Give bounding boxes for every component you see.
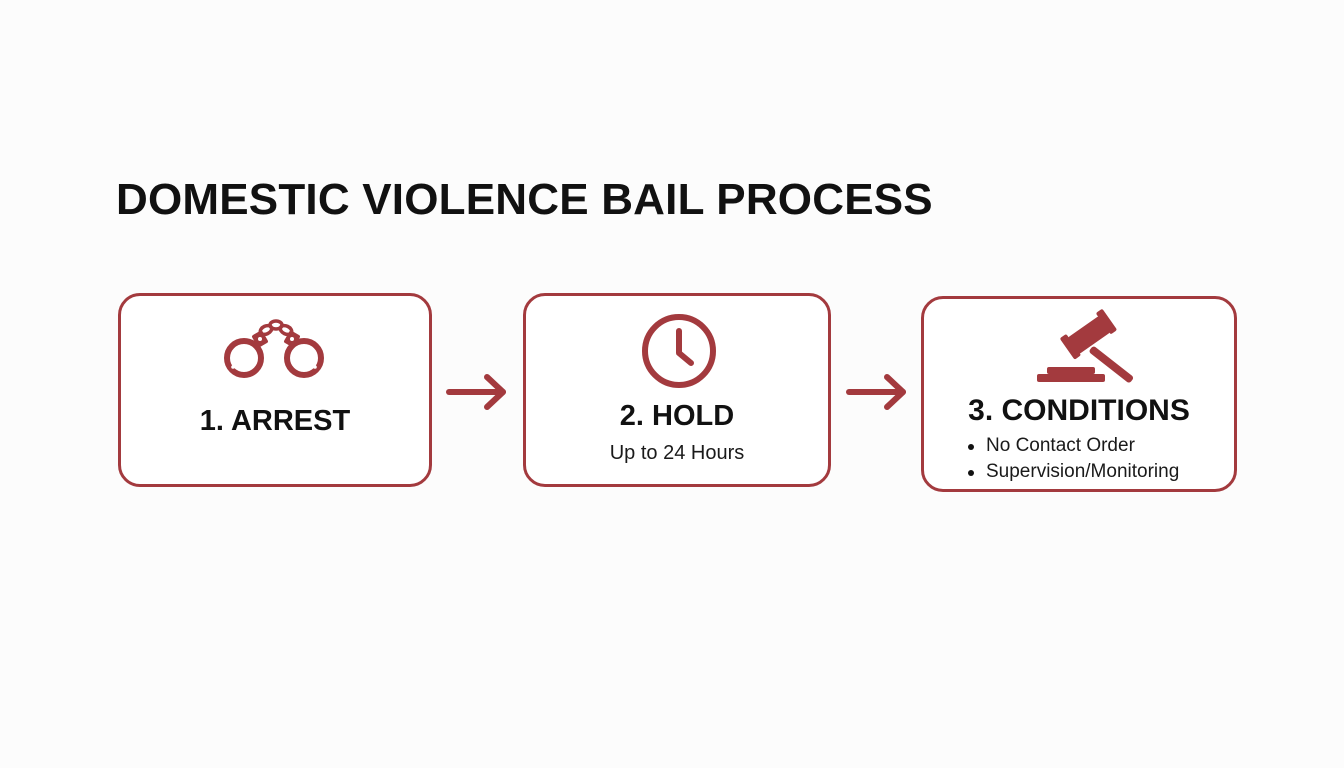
step-card-arrest: 1. ARREST (118, 293, 432, 487)
handcuffs-icon (224, 319, 324, 378)
clock-icon (642, 314, 716, 388)
list-item: Supervision/Monitoring (966, 459, 1179, 485)
page-title: DOMESTIC VIOLENCE BAIL PROCESS (116, 175, 933, 224)
arrow-right-icon (446, 374, 506, 410)
step-card-hold: 2. HOLD Up to 24 Hours (523, 293, 831, 487)
step-card-conditions: 3. CONDITIONS No Contact Order Supervisi… (921, 296, 1237, 492)
step-title-hold: 2. HOLD (619, 400, 735, 432)
list-item: No Contact Order (966, 433, 1179, 459)
conditions-list: No Contact Order Supervision/Monitoring (966, 433, 1179, 485)
step-title-conditions: 3. CONDITIONS (968, 394, 1190, 427)
step-subtitle-hold: Up to 24 Hours (609, 442, 745, 464)
arrow-right-icon (846, 374, 906, 410)
step-title-arrest: 1. ARREST (199, 405, 351, 437)
gavel-icon (1037, 309, 1134, 383)
